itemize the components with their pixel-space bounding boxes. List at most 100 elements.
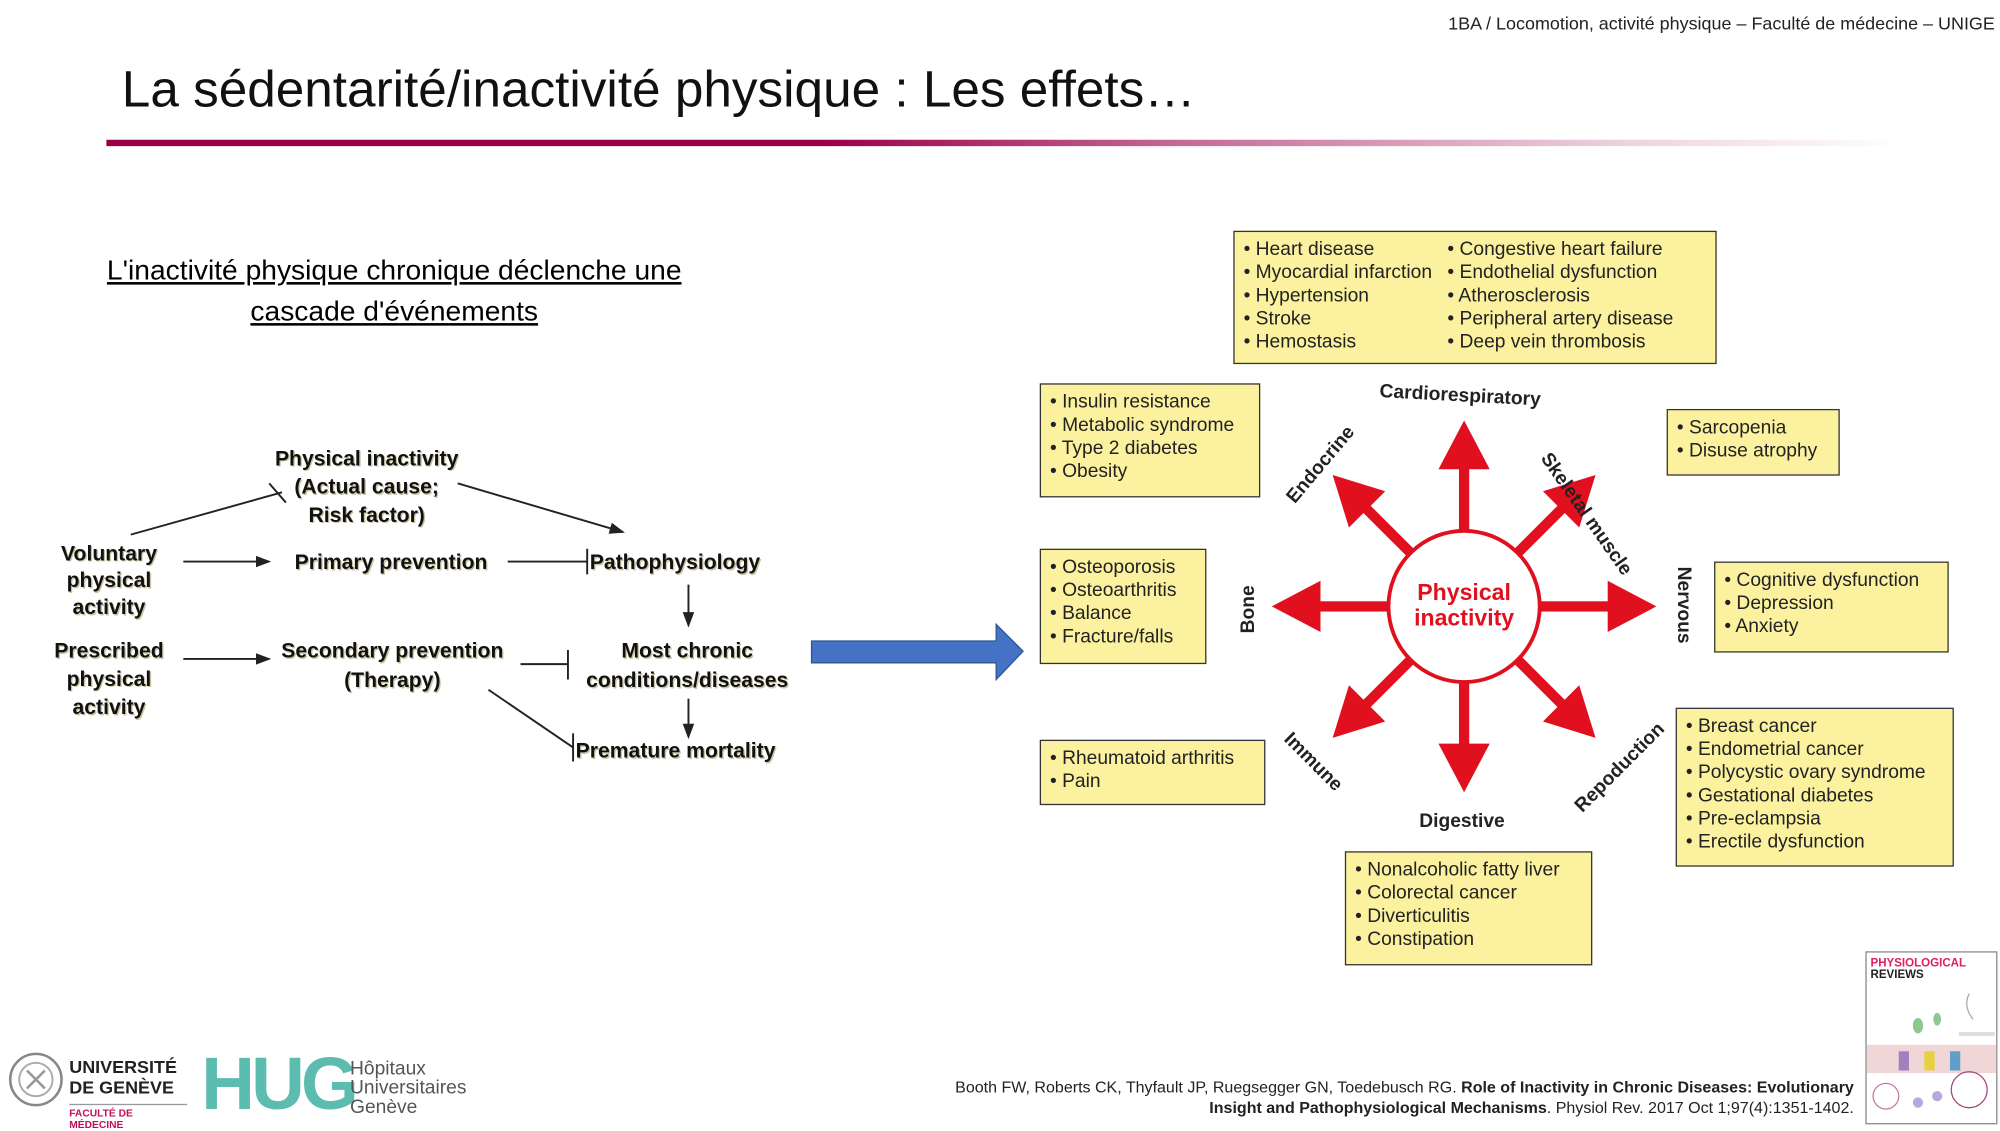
node-line: Most chronic: [621, 639, 754, 663]
box-immune: Rheumatoid arthritis Pain: [1039, 739, 1266, 806]
node-line: Prescribed: [54, 639, 164, 663]
list-item: Depression: [1724, 592, 1938, 615]
unige-seal-icon: [8, 1052, 63, 1107]
node-line: Secondary prevention: [281, 639, 504, 663]
box-endocrine: Insulin resistance Metabolic syndrome Ty…: [1039, 383, 1261, 498]
list-item: Myocardial infarction: [1244, 262, 1432, 285]
title-divider: [106, 139, 1902, 147]
arrow-left: [1271, 580, 1407, 633]
label-bone: Bone: [1237, 585, 1259, 634]
list-item: Breast cancer: [1686, 715, 1944, 738]
slide-title: La sédentarité/inactivité physique : Les…: [121, 61, 1196, 118]
list-item: Osteoporosis: [1050, 556, 1196, 579]
node-premature-mortality: Premature mortality: [575, 739, 776, 763]
journal-cover: PHYSIOLOGICAL REVIEWS: [1865, 951, 1998, 1125]
radial-arrows: [1271, 420, 1657, 793]
list-item: Disuse atrophy: [1677, 440, 1830, 463]
node-line: Risk factor): [308, 503, 425, 527]
flowchart-connectors: [130, 482, 1024, 762]
list-item: Endothelial dysfunction: [1447, 262, 1673, 285]
unige-logo: UNIVERSITÉ DE GENÈVE FACULTÉ DE MÉDECINE: [8, 1049, 194, 1131]
node-line: (Actual cause;: [294, 475, 439, 499]
list-item: Erectile dysfunction: [1686, 831, 1944, 854]
list-item: Heart disease: [1244, 238, 1432, 261]
list-item: Obesity: [1050, 460, 1250, 483]
list-item: Sarcopenia: [1677, 417, 1830, 440]
list-item: Insulin resistance: [1050, 391, 1250, 414]
list-item: Pain: [1050, 771, 1255, 794]
hug-name-line: Hôpitaux: [349, 1057, 426, 1080]
list-item: Stroke: [1244, 308, 1432, 331]
list-cardio-left: Heart disease Myocardial infarction Hype…: [1244, 238, 1432, 353]
list-item: Diverticulitis: [1355, 905, 1582, 928]
box-digestive: Nonalcoholic fatty liver Colorectal canc…: [1344, 851, 1593, 966]
label-nervous: Nervous: [1673, 566, 1695, 644]
list-item: Constipation: [1355, 928, 1582, 951]
box-reproduction: Breast cancer Endometrial cancer Polycys…: [1675, 707, 1954, 867]
citation: Booth FW, Roberts CK, Thyfault JP, Ruegs…: [955, 1077, 1854, 1118]
list-item: Metabolic syndrome: [1050, 414, 1250, 437]
list-item: Rheumatoid arthritis: [1050, 747, 1255, 770]
hug-name: Hôpitaux Universitaires Genève: [350, 1059, 466, 1117]
citation-title: Insight and Pathophysiological Mechanism…: [1209, 1098, 1547, 1117]
list-item: Osteoarthritis: [1050, 579, 1196, 602]
citation-title: Role of Inactivity in Chronic Diseases: …: [1461, 1078, 1854, 1097]
node-pathophysiology: Pathophysiology: [589, 551, 761, 575]
list-item: Hemostasis: [1244, 331, 1432, 354]
unige-faculty: FACULTÉ DE MÉDECINE: [69, 1103, 188, 1131]
node-line: Physical inactivity: [274, 447, 459, 471]
arrow-down: [1438, 664, 1490, 793]
blue-arrow: [810, 622, 1024, 682]
secondary-inhibits-mortality: [487, 688, 574, 749]
center-label-line: Physical: [1417, 579, 1511, 606]
arrow-up: [1438, 420, 1490, 549]
list-item: Type 2 diabetes: [1050, 437, 1250, 460]
unige-name: DE GENÈVE: [69, 1076, 174, 1098]
node-line: Voluntary: [60, 542, 157, 566]
citation-authors: Booth FW, Roberts CK, Thyfault JP, Ruegs…: [955, 1078, 1462, 1097]
node-voluntary-activity: Voluntary physical activity: [38, 541, 179, 622]
journal-name: REVIEWS: [1870, 967, 1924, 981]
list-item: Endometrial cancer: [1686, 738, 1944, 761]
slide-subtitle: L'inactivité physique chronique déclench…: [106, 253, 682, 327]
label-digestive: Digestive: [1419, 810, 1505, 833]
node-line: activity: [72, 596, 146, 620]
node-line: physical: [66, 667, 152, 692]
list-item: Fracture/falls: [1050, 626, 1196, 649]
center-label: Physical inactivity: [1390, 579, 1539, 630]
node-line: (Therapy): [344, 669, 441, 693]
box-cardiorespiratory: Heart disease Myocardial infarction Hype…: [1233, 230, 1717, 365]
list-item: Polycystic ovary syndrome: [1686, 762, 1944, 785]
box-nervous: Cognitive dysfunction Depression Anxiety: [1714, 561, 1949, 653]
unige-name: UNIVERSITÉ: [69, 1056, 177, 1077]
list-item: Colorectal cancer: [1355, 882, 1582, 905]
center-circle: [1386, 528, 1542, 684]
box-bone: Osteoporosis Osteoarthritis Balance Frac…: [1039, 548, 1207, 665]
inactivity-to-pathophysiology: [457, 482, 625, 534]
list-item: Peripheral artery disease: [1447, 308, 1673, 331]
box-skeletal-muscle: Sarcopenia Disuse atrophy: [1666, 408, 1840, 476]
node-line: activity: [72, 696, 146, 720]
list-item: Nonalcoholic fatty liver: [1355, 859, 1582, 882]
cover-illustration: [1866, 993, 1997, 1110]
header-course-label: 1BA / Locomotion, activité physique – Fa…: [1448, 12, 1995, 34]
list-item: Anxiety: [1724, 615, 1938, 638]
node-chronic-diseases: Most chronic conditions/diseases: [571, 637, 804, 696]
node-line: physical: [66, 569, 152, 593]
voluntary-inhibits-inactivity: [130, 491, 283, 536]
node-primary-prevention: Primary prevention: [294, 551, 488, 575]
node-prescribed-activity: Prescribed physical activity: [38, 637, 179, 722]
list-item: Congestive heart failure: [1447, 238, 1673, 261]
center-label-line: inactivity: [1414, 605, 1515, 631]
node-line: conditions/diseases: [586, 669, 789, 693]
list-cardio-right: Congestive heart failure Endothelial dys…: [1447, 238, 1673, 353]
citation-source: . Physiol Rev. 2017 Oct 1;97(4):1351-140…: [1546, 1098, 1854, 1117]
hug-name-line: Genève: [349, 1096, 418, 1118]
list-item: Gestational diabetes: [1686, 785, 1944, 808]
hug-logo: HUG: [201, 1042, 359, 1126]
list-item: Atherosclerosis: [1447, 285, 1673, 308]
journal-name: PHYSIOLOGICAL: [1870, 956, 1967, 970]
arrow-right: [1521, 580, 1657, 633]
list-item: Cognitive dysfunction: [1724, 569, 1938, 592]
node-physical-inactivity: Physical inactivity (Actual cause; Risk …: [238, 445, 494, 530]
